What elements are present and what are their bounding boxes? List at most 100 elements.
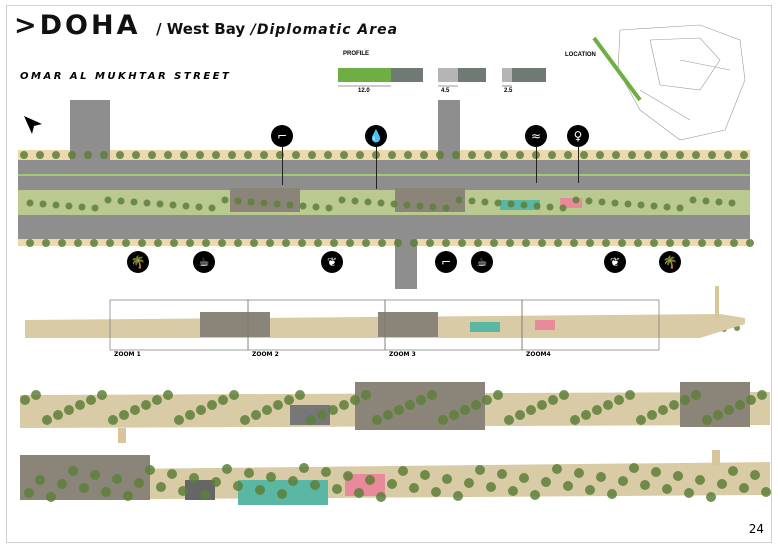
tree-icon xyxy=(436,151,444,159)
tree-icon xyxy=(494,199,502,207)
tree-icon xyxy=(458,239,466,247)
tree-icon xyxy=(427,390,437,400)
tree-icon xyxy=(629,463,639,473)
tree-icon xyxy=(46,492,56,502)
profile-width: 2.5 xyxy=(504,88,513,94)
tree-icon xyxy=(350,395,360,405)
tree-icon xyxy=(361,390,371,400)
tree-icon xyxy=(211,477,221,487)
tree-icon xyxy=(196,405,206,415)
tree-icon xyxy=(730,239,738,247)
tree-icon xyxy=(282,239,290,247)
tree-icon xyxy=(178,486,188,496)
maple-leaf-icon: ❦ xyxy=(321,251,343,273)
tree-icon xyxy=(218,395,228,405)
tree-icon xyxy=(284,395,294,405)
tree-icon xyxy=(164,151,172,159)
tree-icon xyxy=(644,151,652,159)
tree-icon xyxy=(262,405,272,415)
tree-icon xyxy=(234,239,242,247)
tree-icon xyxy=(409,483,419,493)
tree-icon xyxy=(602,239,610,247)
tree-icon xyxy=(708,151,716,159)
tree-icon xyxy=(508,486,518,496)
tree-icon xyxy=(596,472,606,482)
tree-icon xyxy=(438,415,448,425)
tree-icon xyxy=(728,466,738,476)
tree-icon xyxy=(750,470,760,480)
tree-icon xyxy=(706,492,716,502)
tree-icon xyxy=(31,390,41,400)
tree-icon xyxy=(449,410,459,420)
tree-icon xyxy=(724,151,732,159)
family-icon: ♀ xyxy=(567,125,589,147)
tree-icon xyxy=(377,199,385,207)
tree-icon xyxy=(383,410,393,420)
tree-icon xyxy=(586,239,594,247)
tree-icon xyxy=(244,468,254,478)
tree-icon xyxy=(486,482,496,492)
tree-icon xyxy=(453,491,463,501)
tree-icon xyxy=(666,239,674,247)
tree-icon xyxy=(75,400,85,410)
tree-icon xyxy=(53,410,63,420)
tree-icon xyxy=(260,151,268,159)
tree-icon xyxy=(132,151,140,159)
tree-icon xyxy=(84,151,92,159)
tree-icon xyxy=(559,390,569,400)
street-name: OMAR AL MUKHTAR STREET xyxy=(20,71,232,82)
tree-icon xyxy=(548,151,556,159)
tree-icon xyxy=(58,239,66,247)
tree-icon xyxy=(130,198,138,206)
tree-icon xyxy=(603,400,613,410)
tree-icon xyxy=(761,487,771,497)
tree-icon xyxy=(585,197,593,205)
tree-icon xyxy=(574,468,584,478)
tree-icon xyxy=(570,239,578,247)
waves-icon: ≈ xyxy=(525,125,547,147)
tree-icon xyxy=(640,480,650,490)
tree-icon xyxy=(559,204,567,212)
tree-icon xyxy=(548,395,558,405)
tree-icon xyxy=(481,198,489,206)
tree-icon xyxy=(378,239,386,247)
tree-icon xyxy=(684,488,694,498)
tree-icon xyxy=(442,239,450,247)
tree-icon xyxy=(538,239,546,247)
tree-icon xyxy=(328,405,338,415)
tree-icon xyxy=(585,485,595,495)
tree-icon xyxy=(387,479,397,489)
tree-icon xyxy=(519,473,529,483)
tree-icon xyxy=(757,390,767,400)
tree-icon xyxy=(42,415,52,425)
shade-canopy-icon: ⌐ xyxy=(271,125,293,147)
tree-icon xyxy=(174,415,184,425)
tree-icon xyxy=(229,390,239,400)
tree-icon xyxy=(658,405,668,415)
tree-icon xyxy=(325,204,333,212)
page-number: 24 xyxy=(748,522,764,536)
tree-icon xyxy=(154,239,162,247)
tree-icon xyxy=(468,151,476,159)
tree-icon xyxy=(295,390,305,400)
tree-icon xyxy=(362,239,370,247)
tree-icon xyxy=(233,481,243,491)
tree-icon xyxy=(180,151,188,159)
tree-icon xyxy=(202,239,210,247)
tree-icon xyxy=(351,197,359,205)
tree-icon xyxy=(394,239,402,247)
tree-icon xyxy=(612,151,620,159)
tree-icon xyxy=(112,474,122,484)
tree-icon xyxy=(196,151,204,159)
tree-icon xyxy=(91,204,99,212)
tree-icon xyxy=(152,395,162,405)
tree-icon xyxy=(692,151,700,159)
tree-icon xyxy=(464,478,474,488)
tree-icon xyxy=(365,475,375,485)
tree-icon xyxy=(651,467,661,477)
tree-icon xyxy=(372,415,382,425)
tree-icon xyxy=(647,410,657,420)
tree-icon xyxy=(234,197,242,205)
tree-icon xyxy=(138,239,146,247)
tree-icon xyxy=(339,400,349,410)
